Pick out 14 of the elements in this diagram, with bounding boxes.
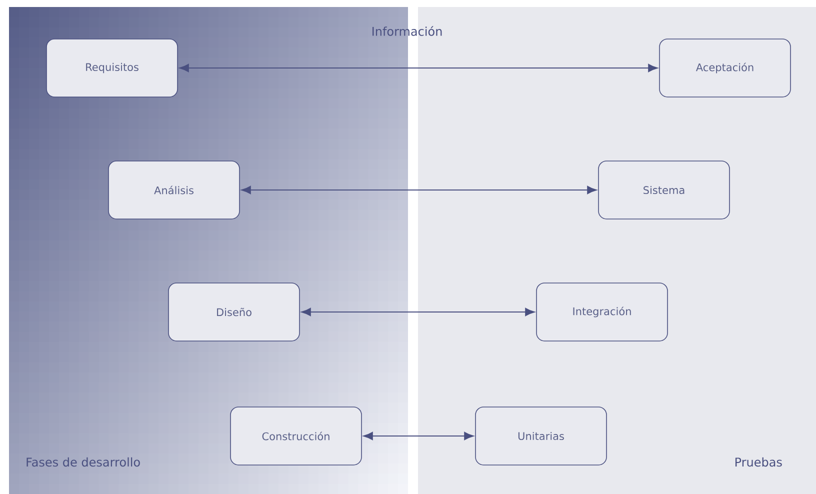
section-label: Fases de desarrollo <box>26 457 140 467</box>
process-box: Unitarias <box>475 406 607 466</box>
process-box: Integración <box>536 282 668 342</box>
process-box: Análisis <box>108 160 240 220</box>
arrow <box>179 64 658 72</box>
process-box: Construcción <box>230 406 362 466</box>
section-label: Pruebas <box>735 457 782 467</box>
process-box: Diseño <box>168 282 300 342</box>
arrow <box>363 432 474 440</box>
process-box: Aceptación <box>659 38 791 98</box>
arrow <box>241 186 597 194</box>
process-box: Sistema <box>598 160 730 220</box>
process-box: Requisitos <box>46 38 178 98</box>
arrow <box>301 308 535 316</box>
